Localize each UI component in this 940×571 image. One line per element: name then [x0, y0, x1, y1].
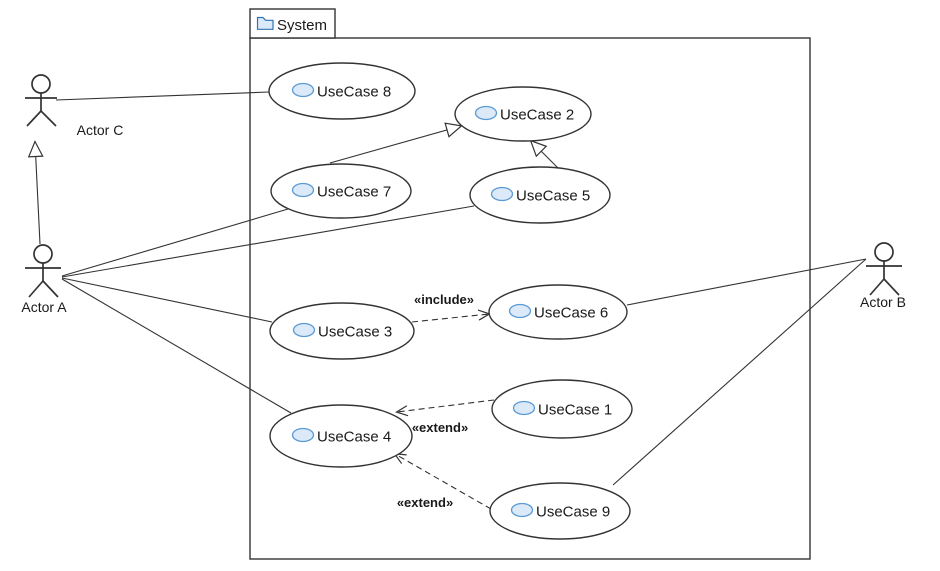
actor-a-figure	[25, 244, 61, 298]
actor-a-node[interactable]: Actor A	[21, 244, 67, 315]
usecase-oval-icon	[508, 303, 532, 319]
usecase-6-ellipse	[488, 284, 628, 340]
include-label: «include»	[414, 292, 474, 307]
actor-b-node[interactable]: Actor B	[860, 242, 906, 310]
extend-label-bottom: «extend»	[397, 495, 453, 510]
usecase-8-label: UseCase 8	[317, 84, 391, 101]
usecase-oval-icon	[292, 322, 316, 338]
usecase-oval-icon	[510, 502, 534, 518]
folder-icon	[256, 16, 274, 30]
extend-usecase1-usecase4	[395, 399, 495, 417]
usecase-5-node[interactable]: UseCase 5	[469, 166, 611, 224]
generalization-usecase5-usecase2	[529, 139, 560, 170]
actor-a-label: Actor A	[21, 299, 67, 315]
usecase-oval-icon	[291, 182, 315, 198]
system-title: System	[277, 17, 327, 34]
usecase-5-ellipse	[469, 166, 611, 224]
usecase-oval-icon	[291, 82, 315, 98]
usecase-5-label: UseCase 5	[516, 188, 590, 205]
actor-c-node[interactable]: Actor C	[25, 74, 124, 138]
usecase-6-label: UseCase 6	[534, 305, 608, 322]
association-actorA-usecase7	[61, 208, 289, 277]
usecase-4-label: UseCase 4	[317, 429, 391, 446]
association-actorB-usecase9	[612, 258, 867, 486]
usecase-2-label: UseCase 2	[500, 107, 574, 124]
usecase-9-node[interactable]: UseCase 9	[489, 482, 631, 540]
usecase-8-node[interactable]: UseCase 8	[268, 62, 416, 120]
include-usecase3-usecase6	[411, 309, 491, 323]
usecase-1-label: UseCase 1	[538, 402, 612, 419]
usecase-7-ellipse	[270, 163, 412, 219]
actor-b-figure	[866, 242, 902, 296]
usecase-3-label: UseCase 3	[318, 324, 392, 341]
usecase-oval-icon	[291, 427, 315, 443]
usecase-3-ellipse	[269, 302, 415, 360]
usecase-1-ellipse	[491, 379, 633, 439]
actor-c-label: Actor C	[77, 122, 124, 138]
usecase-oval-icon	[512, 400, 536, 416]
usecase-oval-icon	[474, 105, 498, 121]
extend-label-top: «extend»	[412, 420, 468, 435]
usecase-2-node[interactable]: UseCase 2	[454, 86, 592, 142]
usecase-3-node[interactable]: UseCase 3	[269, 302, 415, 360]
usecase-2-ellipse	[454, 86, 592, 142]
usecase-4-ellipse	[269, 404, 413, 468]
generalization-usecase7-usecase2	[329, 122, 463, 164]
association-actorA-usecase4	[61, 278, 292, 414]
association-actorA-usecase3	[61, 277, 273, 323]
usecase-6-node[interactable]: UseCase 6	[488, 284, 628, 340]
usecase-8-ellipse	[268, 62, 416, 120]
usecase-4-node[interactable]: UseCase 4	[269, 404, 413, 468]
usecase-7-node[interactable]: UseCase 7	[270, 163, 412, 219]
association-actorA-usecase5	[61, 205, 475, 278]
association-usecase6-actorB	[626, 258, 867, 306]
usecase-oval-icon	[490, 186, 514, 202]
usecase-7-label: UseCase 7	[317, 184, 391, 201]
usecase-1-node[interactable]: UseCase 1	[491, 379, 633, 439]
association-actorC-usecase8	[55, 91, 270, 101]
extend-usecase9-usecase4	[393, 453, 492, 510]
usecase-9-ellipse	[489, 482, 631, 540]
generalization-actorA-actorC	[27, 140, 44, 245]
actor-c-figure	[25, 74, 57, 127]
usecase-9-label: UseCase 9	[536, 504, 610, 521]
actor-b-label: Actor B	[860, 294, 906, 310]
